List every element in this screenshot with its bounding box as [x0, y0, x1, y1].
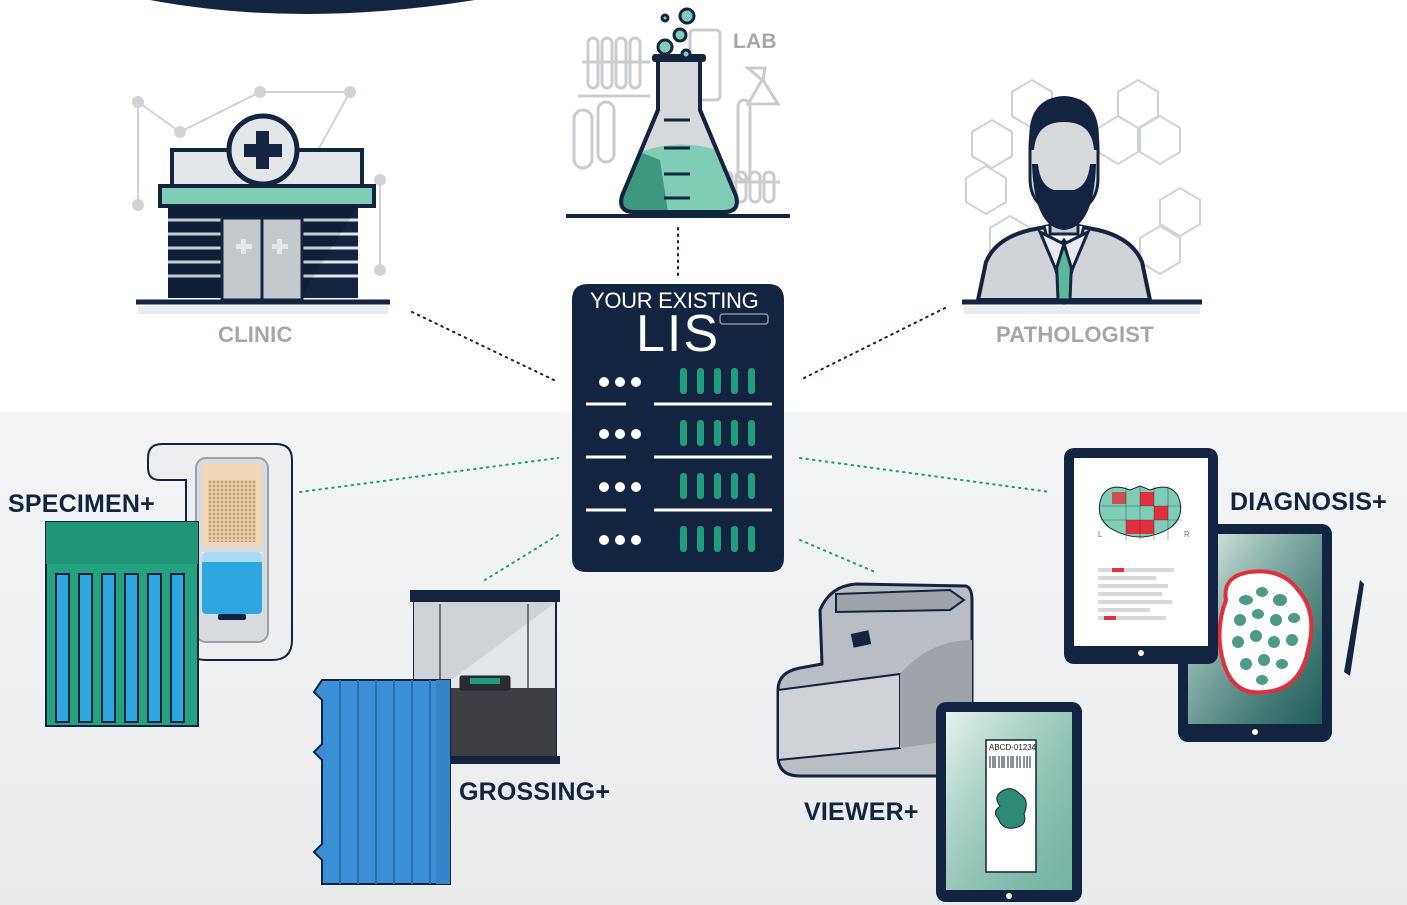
- connector-specimen: [299, 457, 559, 493]
- grossing-label: GROSSING+: [459, 778, 611, 806]
- clinic-label: CLINIC: [218, 322, 293, 347]
- slide-barcode-text: ABCD-01234: [989, 743, 1037, 752]
- clinic-icon: [132, 86, 390, 314]
- server-icon: [572, 284, 784, 572]
- pathologist-icon: [962, 78, 1202, 314]
- grossing-cassette-icon: [312, 679, 451, 885]
- lis-caption: YOUR EXISTING: [590, 288, 759, 313]
- tissue-box-icon: [147, 443, 293, 661]
- cassette-icon: [45, 521, 199, 727]
- stylus-icon: [1344, 580, 1364, 676]
- specimen-label: SPECIMEN+: [8, 490, 155, 518]
- diagnosis-label: DIAGNOSIS+: [1230, 488, 1387, 516]
- report-right-marker: R: [1184, 530, 1190, 539]
- lis-title: LIS: [636, 305, 721, 363]
- header-arc: [150, 0, 475, 14]
- connectors-lower: [299, 457, 1051, 581]
- lab-label: LAB: [733, 30, 777, 53]
- server-slots: [586, 368, 772, 552]
- specimen-devices: [45, 443, 293, 727]
- flask-icon: [566, 7, 790, 218]
- viewer-label: VIEWER+: [804, 798, 919, 826]
- connector-pathologist: [799, 307, 946, 381]
- connector-grossing: [484, 534, 559, 581]
- viewer-tablet-icon: [936, 702, 1082, 902]
- connector-viewer: [799, 539, 876, 573]
- pathologist-label: PATHOLOGIST: [996, 322, 1154, 347]
- report-left-marker: L: [1098, 530, 1103, 539]
- scanner-icon: [776, 582, 974, 778]
- diagnosis-tablets-icon: [1064, 448, 1332, 742]
- connector-clinic: [411, 311, 559, 383]
- connector-diagnosis: [799, 457, 1051, 493]
- connectors: [411, 227, 946, 383]
